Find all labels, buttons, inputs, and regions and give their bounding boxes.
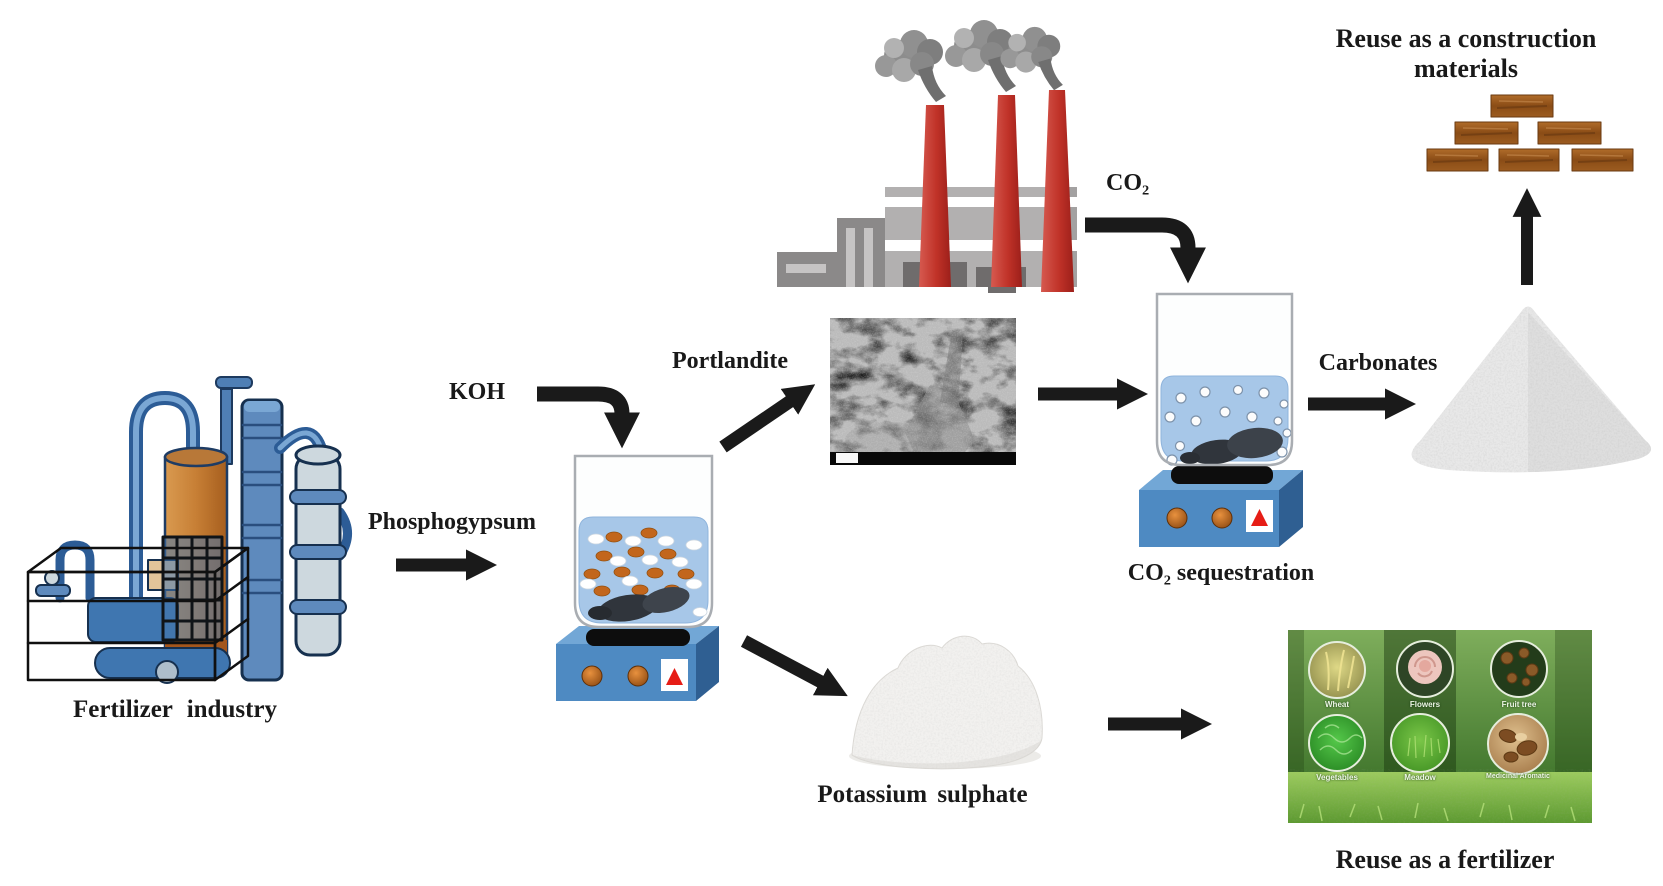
- sem-image: [830, 318, 1016, 465]
- flowers-crop-label: Flowers: [1409, 700, 1441, 709]
- meadow-crop-label: Meadow: [1404, 773, 1436, 782]
- co2-arrow: [1085, 217, 1207, 284]
- fruit-tree-crop-circle: [1490, 640, 1548, 698]
- stirrer-knob: [1166, 507, 1188, 529]
- koh-arrow: [537, 386, 641, 449]
- stirrer-knob: [627, 665, 649, 687]
- fertilizer-industry-label: Fertilizer industry: [72, 696, 278, 723]
- flow-arrows: [396, 188, 1542, 740]
- portlandite-label: Portlandite: [672, 348, 788, 374]
- grid-basket: [161, 535, 224, 642]
- phosphogypsum-label: Phosphogypsum: [367, 509, 537, 535]
- carbonates-pile-icon: [1411, 306, 1652, 473]
- co2-label: CO₂: [1106, 170, 1150, 196]
- vegetables-crop-label: Vegetables: [1316, 773, 1358, 782]
- wireframe-box: [26, 546, 250, 682]
- reuse-fertilizer-label: Reuse as a fertilizer: [1335, 845, 1555, 874]
- meadow-crop-circle: [1390, 713, 1450, 773]
- portlandite-arrow: [719, 384, 816, 453]
- factory-annex: [837, 218, 885, 287]
- koh-label: KOH: [449, 379, 506, 405]
- bricks-icon: [1426, 94, 1634, 172]
- crops-photo: [1288, 630, 1592, 823]
- chimney-icon: [1041, 90, 1074, 292]
- smoke-icon: [875, 30, 946, 102]
- bubbles: [1164, 384, 1292, 466]
- medicinal-crop-circle: [1487, 713, 1549, 775]
- fertilizer-industry-icon: [26, 376, 352, 684]
- stirrer-indicator: [666, 668, 683, 685]
- potassium-sulphate-pile-icon: [849, 635, 1043, 770]
- chimney-icon: [991, 95, 1022, 287]
- medicinal-crop-label: Medicinal Aromatic: [1486, 773, 1550, 780]
- blue-column: [240, 398, 284, 682]
- stirrer-plate: [586, 629, 690, 646]
- vegetables-crop-circle: [1308, 714, 1366, 772]
- reactor-beaker-icon: [556, 454, 719, 701]
- chimney-icon: [919, 105, 951, 287]
- fruit-tree-crop-label: Fruit tree: [1501, 700, 1537, 709]
- slurry-blobs: [588, 586, 690, 622]
- wheat-crop-circle: [1308, 641, 1366, 699]
- co2-reactor-beaker-icon: [1139, 292, 1303, 547]
- factory-icon: [777, 20, 1077, 293]
- stirrer-knob: [581, 665, 603, 687]
- stirrer-knob: [1211, 507, 1233, 529]
- co2-sequestration-label: CO₂ sequestration: [1127, 560, 1315, 586]
- reuse-construction-label: Reuse as a construction materials: [1335, 24, 1597, 83]
- stirrer-plate: [1171, 466, 1273, 484]
- potassium-sulphate-label: Potassium sulphate: [817, 781, 1028, 808]
- stirrer-indicator: [1251, 509, 1268, 526]
- white-particles: [579, 533, 708, 617]
- slurry-blobs: [1180, 427, 1283, 465]
- wheat-crop-label: Wheat: [1325, 700, 1349, 709]
- carbonates-label: Carbonates: [1318, 350, 1438, 376]
- potassium-arrow: [740, 635, 848, 697]
